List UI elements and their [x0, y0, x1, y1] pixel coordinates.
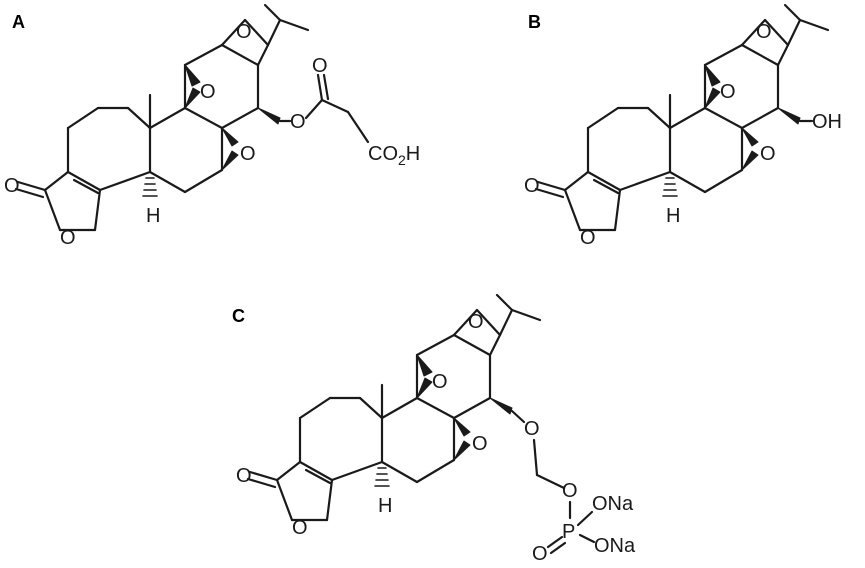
top-epoxide-oxygen: O — [756, 21, 772, 43]
ring-hydrogen: H — [146, 205, 160, 227]
panel-label-a: A — [12, 12, 25, 32]
ring-hydrogen: H — [378, 495, 392, 517]
lactone-ring-oxygen: O — [292, 517, 308, 539]
top-epoxide-oxygen: O — [468, 311, 484, 333]
lactone-carbonyl-oxygen: O — [236, 465, 252, 487]
panel-a: A O O H O O O O O CO2H — [4, 3, 420, 249]
ester-carbonyl-oxygen: O — [312, 55, 328, 77]
panel-label-c: C — [232, 306, 245, 326]
lactone-carbonyl-oxygen: O — [524, 175, 540, 197]
ring-hydrogen: H — [666, 205, 680, 227]
lower-epoxide-oxygen: O — [240, 143, 256, 165]
lactone-carbonyl-oxygen: O — [4, 175, 20, 197]
panel-b: B O O H O O O OH — [524, 3, 842, 249]
ether-oxygen: O — [524, 418, 540, 440]
acid-label: CO2H — [368, 143, 420, 168]
link-oxygen: O — [562, 480, 578, 502]
ester-oxygen: O — [290, 111, 306, 133]
hydroxyl-group: OH — [812, 111, 842, 133]
acid-subscript: 2 — [398, 152, 406, 168]
mid-epoxide-oxygen: O — [432, 371, 448, 393]
phosphoryl-oxygen: O — [532, 543, 548, 565]
panel-label-b: B — [528, 12, 541, 32]
ona-group-2: ONa — [594, 535, 636, 557]
panel-c: C O O H O O O O O P ONa ONa O — [232, 293, 636, 565]
acid-prefix: CO — [368, 143, 398, 165]
lower-epoxide-oxygen: O — [472, 433, 488, 455]
ona-group-1: ONa — [592, 493, 634, 515]
lactone-ring-oxygen: O — [580, 227, 596, 249]
lactone-ring-oxygen: O — [60, 227, 76, 249]
acid-suffix: H — [406, 143, 420, 165]
mid-epoxide-oxygen: O — [200, 81, 216, 103]
lower-epoxide-oxygen: O — [760, 143, 776, 165]
mid-epoxide-oxygen: O — [720, 81, 736, 103]
top-epoxide-oxygen: O — [236, 21, 252, 43]
phosphorus-atom: P — [562, 521, 575, 543]
